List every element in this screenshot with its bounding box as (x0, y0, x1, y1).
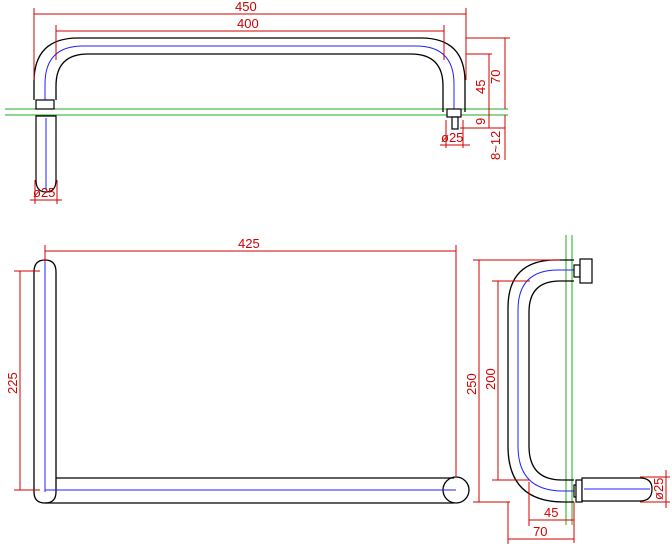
dim-dia-right-text: ø25 (441, 130, 463, 145)
side-inner-edge (528, 280, 574, 481)
handle-outer-edge (33, 37, 466, 112)
dim-9-text: 9 (473, 118, 488, 125)
dim-250-text: 250 (464, 373, 479, 395)
dim-450-text: 450 (235, 0, 257, 14)
plan-view-l-shape: 425 225 (5, 236, 470, 504)
right-mount-base (446, 108, 462, 118)
dim-dia-side-text: ø25 (651, 478, 666, 500)
side-view-handle: 250 200 45 70 ø25 (464, 235, 670, 544)
left-mount-base (35, 99, 55, 110)
handle-centerline (44, 45, 455, 112)
dim-45-text: 45 (473, 80, 488, 94)
dim-70-text-side: 70 (533, 524, 547, 539)
dim-425-text: 425 (238, 236, 260, 251)
dim-400-text: 400 (237, 16, 259, 31)
dim-8-12-text: 8~12 (488, 131, 503, 160)
side-bottom-base (575, 479, 583, 503)
dim-70-text: 70 (488, 70, 503, 84)
dim-200-text: 200 (483, 368, 498, 390)
dim-45-text-side: 45 (544, 505, 558, 520)
handle-inner-edge (55, 53, 444, 112)
right-bolt (451, 116, 459, 130)
side-top-base (579, 258, 593, 284)
dim-225-text: 225 (5, 372, 20, 394)
l-vertical-bar (33, 259, 57, 504)
side-centerline (517, 269, 574, 492)
top-view-handle: 450 400 70 45 9 8~12 ø25 ø25 (5, 0, 510, 204)
side-top-bolt (573, 264, 581, 278)
dim-dia-left-text: ø25 (33, 185, 55, 200)
side-outer-edge (507, 259, 574, 503)
